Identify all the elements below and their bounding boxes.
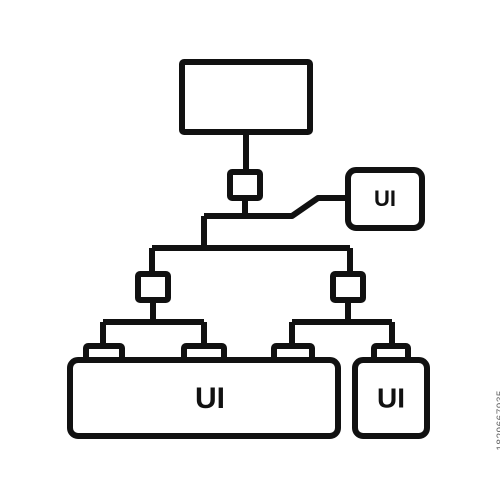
bottom-left-ui-label: UI <box>195 382 225 415</box>
right-connector-node <box>330 271 366 303</box>
side-ui-label: UI <box>374 186 396 211</box>
root-node <box>179 59 313 135</box>
bottom-right-ui-label: UI <box>377 382 405 413</box>
top-connector-node <box>227 169 263 201</box>
bottom-left-ui-node <box>67 357 341 439</box>
bottom-right-ui-node <box>352 357 430 439</box>
side-link-line <box>204 195 350 219</box>
side-ui-node <box>345 167 425 231</box>
stock-id-text: 1829667935 <box>496 390 500 451</box>
left-connector-node <box>135 271 171 303</box>
